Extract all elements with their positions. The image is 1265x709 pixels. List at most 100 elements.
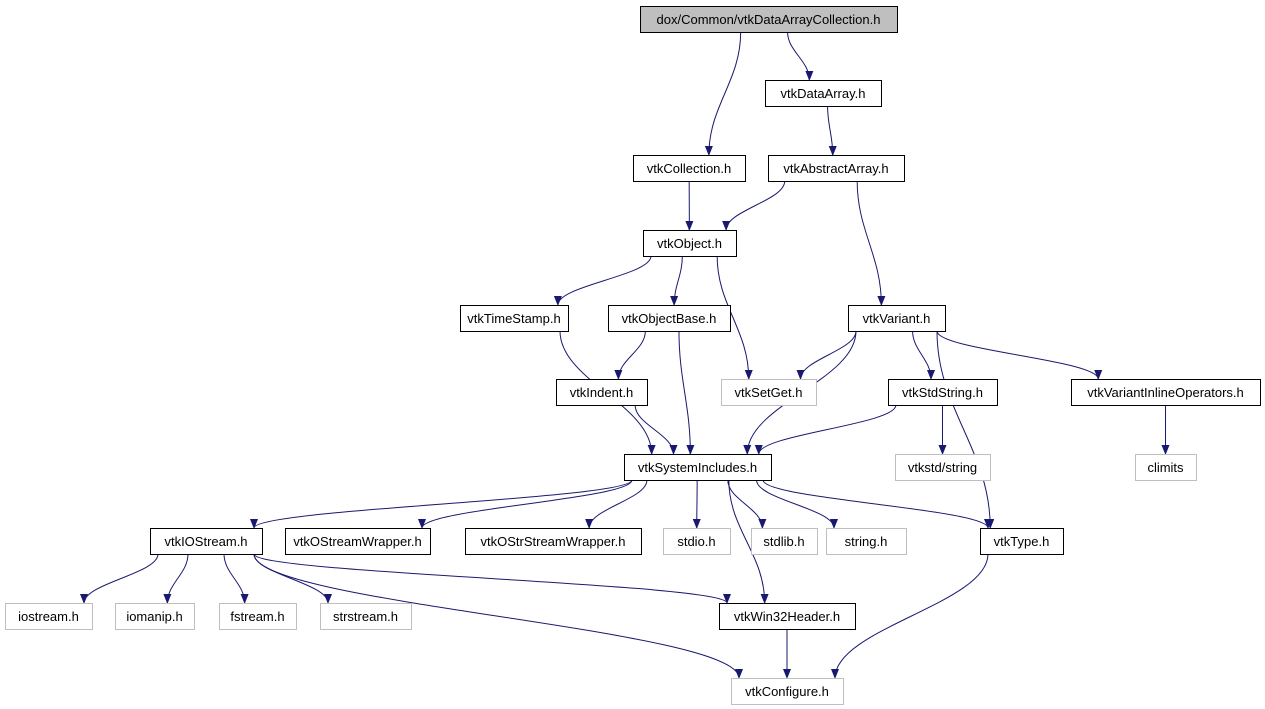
edge-iostream_h-to-fstream — [223, 553, 249, 604]
edge-iostream_h-to-iostream — [80, 553, 159, 604]
node-box — [765, 80, 882, 107]
node-label: vtkSetGet.h — [735, 385, 803, 400]
node-label: fstream.h — [230, 609, 284, 624]
edge-stdstring-to-systemincludes — [754, 404, 897, 455]
node-label: vtkstd/string — [908, 460, 977, 475]
node-box — [285, 528, 431, 555]
node-box — [633, 155, 746, 182]
node-iostream_h[interactable]: vtkIOStream.h — [150, 528, 263, 555]
node-label: vtkIndent.h — [570, 385, 634, 400]
node-box — [895, 454, 991, 481]
node-variantinline[interactable]: vtkVariantInlineOperators.h — [1071, 379, 1261, 406]
node-box — [115, 603, 195, 630]
node-iostream: iostream.h — [5, 603, 93, 630]
node-label: vtkDataArray.h — [780, 86, 865, 101]
node-box — [731, 678, 844, 705]
node-label: string.h — [845, 534, 888, 549]
node-ostrstreamwrapper[interactable]: vtkOStrStreamWrapper.h — [465, 528, 642, 555]
node-label: vtkType.h — [994, 534, 1050, 549]
edge-variant-to-variantinline — [936, 330, 1103, 380]
node-box — [608, 305, 731, 332]
node-box — [556, 379, 648, 406]
node-dataarray[interactable]: vtkDataArray.h — [765, 80, 882, 107]
node-ostreamwrapper[interactable]: vtkOStreamWrapper.h — [285, 528, 431, 555]
node-label: vtkConfigure.h — [745, 684, 829, 699]
node-box — [624, 454, 772, 481]
node-fstream: fstream.h — [219, 603, 297, 630]
node-stdlib: stdlib.h — [751, 528, 818, 555]
node-box — [643, 230, 737, 257]
node-climits: climits — [1135, 454, 1197, 481]
node-box — [640, 6, 898, 33]
node-label: vtkSystemIncludes.h — [638, 460, 757, 475]
node-object[interactable]: vtkObject.h — [643, 230, 737, 257]
node-box — [1071, 379, 1261, 406]
node-label: vtkIOStream.h — [164, 534, 247, 549]
edge-object-to-objectbase — [670, 255, 683, 306]
node-label: vtkOStrStreamWrapper.h — [481, 534, 626, 549]
node-strstream: strstream.h — [320, 603, 412, 630]
node-label: strstream.h — [333, 609, 398, 624]
edge-indent-to-systemincludes — [634, 404, 678, 455]
node-box — [751, 528, 818, 555]
node-box — [5, 603, 93, 630]
edge-systemincludes-to-ostrstreamwrapper — [585, 479, 648, 529]
node-box — [663, 528, 731, 555]
edge-variant-to-stdstring — [912, 330, 935, 380]
edge-type-to-configure — [831, 553, 989, 679]
node-label: vtkCollection.h — [647, 161, 732, 176]
node-iomanip: iomanip.h — [115, 603, 195, 630]
edge-iostream_h-to-iomanip — [163, 553, 189, 604]
node-systemincludes[interactable]: vtkSystemIncludes.h — [624, 454, 772, 481]
node-setget: vtkSetGet.h — [721, 379, 817, 406]
edge-variant-to-setget — [796, 330, 857, 380]
node-label: climits — [1147, 460, 1184, 475]
node-label: iomanip.h — [126, 609, 182, 624]
edge-object-to-timestamp — [553, 255, 652, 306]
node-label: stdlib.h — [763, 534, 804, 549]
node-configure: vtkConfigure.h — [731, 678, 844, 705]
edge-abstractarray-to-object — [722, 180, 786, 231]
node-label: iostream.h — [18, 609, 79, 624]
node-label: vtkObjectBase.h — [622, 311, 717, 326]
edge-systemincludes-to-win32header — [728, 479, 769, 604]
node-box — [1135, 454, 1197, 481]
node-label: vtkOStreamWrapper.h — [293, 534, 421, 549]
node-box — [980, 528, 1064, 555]
edge-dataarray-to-abstractarray — [827, 105, 837, 156]
node-label: vtkObject.h — [657, 236, 722, 251]
node-win32header[interactable]: vtkWin32Header.h — [719, 603, 856, 630]
nodes: dox/Common/vtkDataArrayCollection.h vtkDa… — [5, 6, 1261, 705]
node-type[interactable]: vtkType.h — [980, 528, 1064, 555]
node-stdstring[interactable]: vtkStdString.h — [888, 379, 998, 406]
node-label: vtkWin32Header.h — [734, 609, 840, 624]
node-abstractarray[interactable]: vtkAbstractArray.h — [768, 155, 905, 182]
edge-systemincludes-to-ostreamwrapper — [418, 479, 633, 529]
node-box — [460, 305, 569, 332]
edge-root-to-dataarray — [787, 31, 814, 81]
node-label: dox/Common/vtkDataArrayCollection.h — [657, 12, 881, 27]
node-label: vtkStdString.h — [902, 385, 983, 400]
edge-systemincludes-to-type — [762, 479, 992, 529]
node-label: vtkVariantInlineOperators.h — [1087, 385, 1244, 400]
node-box — [150, 528, 263, 555]
node-label: vtkVariant.h — [863, 311, 931, 326]
node-string: string.h — [826, 528, 907, 555]
edge-objectbase-to-indent — [614, 330, 646, 380]
node-objectbase[interactable]: vtkObjectBase.h — [608, 305, 731, 332]
edges — [80, 31, 1170, 679]
edge-systemincludes-to-stdlib — [727, 479, 767, 529]
node-box — [721, 379, 817, 406]
node-root: dox/Common/vtkDataArrayCollection.h — [640, 6, 898, 33]
node-box — [826, 528, 907, 555]
edge-iostream_h-to-configure — [253, 553, 743, 679]
node-box — [768, 155, 905, 182]
edge-objectbase-to-systemincludes — [678, 330, 695, 455]
edge-iostream_h-to-strstream — [253, 553, 332, 604]
node-timestamp[interactable]: vtkTimeStamp.h — [460, 305, 569, 332]
node-indent[interactable]: vtkIndent.h — [556, 379, 648, 406]
edge-root-to-collection — [704, 31, 742, 156]
node-collection[interactable]: vtkCollection.h — [633, 155, 746, 182]
node-variant[interactable]: vtkVariant.h — [848, 305, 946, 332]
